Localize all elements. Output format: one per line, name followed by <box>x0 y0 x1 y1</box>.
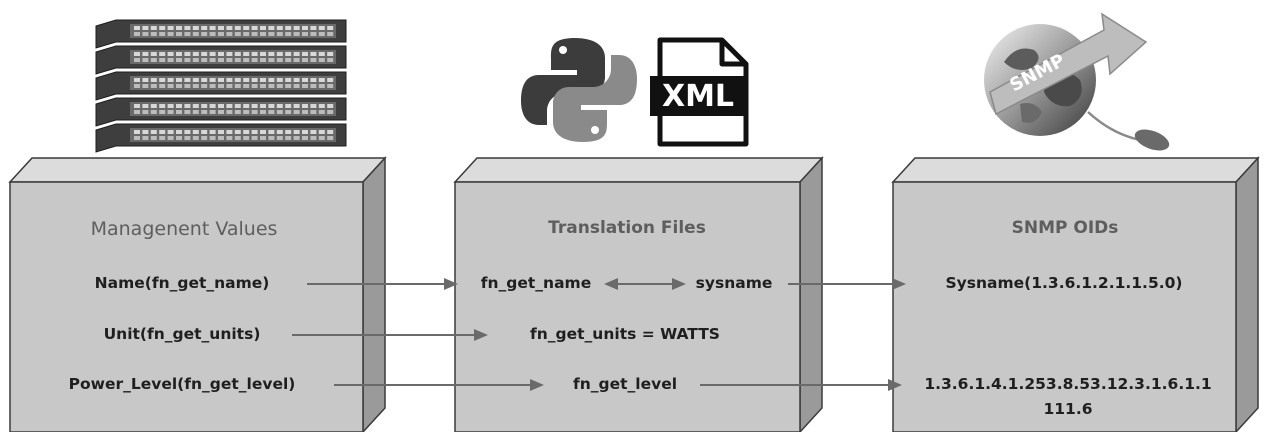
arrow-translation-bidirectional <box>604 278 686 290</box>
management-row-power-level: Power_Level(fn_get_level) <box>69 375 296 393</box>
xml-file-icon: XML <box>650 37 749 147</box>
management-values-title: Managenent Values <box>91 218 278 240</box>
arrow-name-to-translation <box>307 278 458 290</box>
xml-file-label: XML <box>662 79 734 114</box>
snmp-power-level-oid-cont: 111.6 <box>1043 400 1092 418</box>
translation-files-title: Translation Files <box>548 218 706 238</box>
translation-fn-get-level: fn_get_level <box>573 375 677 393</box>
snmp-globe-icon: SNMP <box>984 12 1170 151</box>
snmp-sysname-oid: Sysname(1.3.6.1.2.1.1.5.0) <box>946 274 1183 292</box>
management-values-box: Managenent Values Name(fn_get_name) Unit… <box>8 156 387 432</box>
translation-files-box: Translation Files fn_get_name sysname fn… <box>453 156 824 432</box>
arrow-level-to-oid <box>700 379 902 391</box>
network-switch-icon <box>72 8 352 156</box>
snmp-oids-title: SNMP OIDs <box>1012 218 1119 238</box>
arrow-sysname-to-oid <box>788 278 906 290</box>
snmp-power-level-oid: 1.3.6.1.4.1.253.8.53.12.3.1.6.1.1 <box>924 375 1211 393</box>
snmp-oids-box: SNMP OIDs Sysname(1.3.6.1.2.1.1.5.0) 1.3… <box>891 156 1260 432</box>
python-logo-icon <box>514 28 642 146</box>
management-row-unit: Unit(fn_get_units) <box>104 325 261 343</box>
management-row-name: Name(fn_get_name) <box>95 274 270 292</box>
arrow-level-to-translation <box>334 379 544 391</box>
translation-sysname: sysname <box>696 274 773 292</box>
arrow-units-to-translation <box>292 329 488 341</box>
translation-fn-get-name: fn_get_name <box>481 274 591 292</box>
translation-fn-get-units: fn_get_units = WATTS <box>530 325 720 343</box>
